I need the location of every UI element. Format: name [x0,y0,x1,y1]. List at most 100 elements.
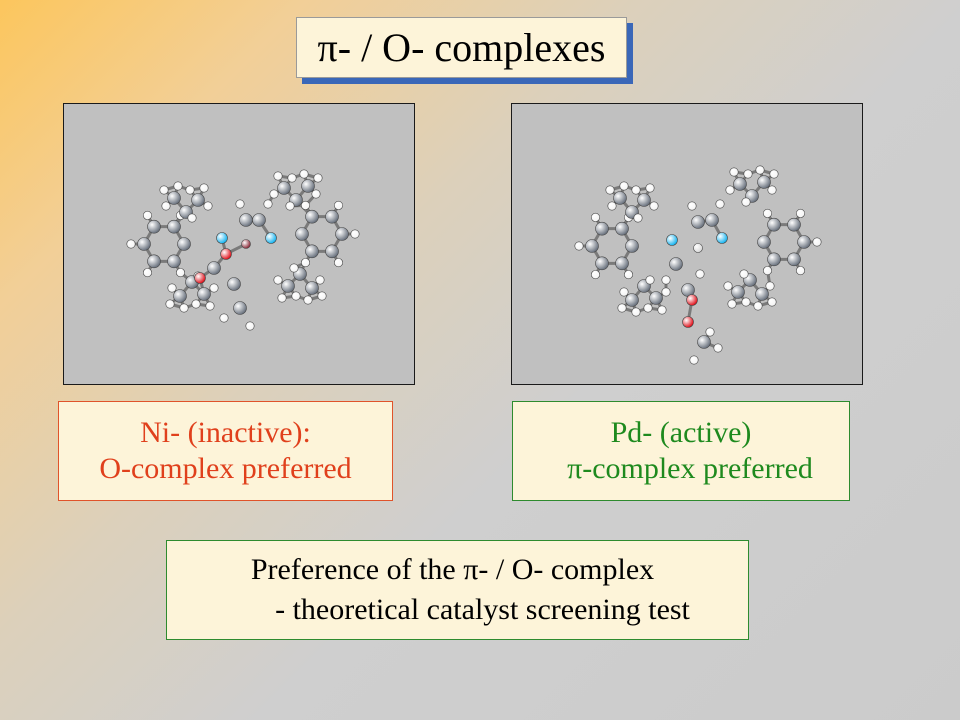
atom [741,197,751,207]
atom [317,291,327,301]
atom [763,208,773,218]
atom [625,293,639,307]
atom [173,289,187,303]
atom [191,193,205,207]
atom [682,316,694,328]
atom [305,244,319,259]
atom [787,252,801,267]
atom [631,185,641,195]
atom [143,268,153,278]
atom [295,227,309,241]
atom [287,173,297,183]
atom [705,213,719,227]
atom [252,213,266,227]
atom [615,221,629,236]
pd-complex-structure-image [511,103,863,385]
atom [216,232,228,244]
atom [619,287,629,297]
atom [285,201,295,211]
atom [595,256,609,271]
atom [197,287,211,301]
atom [277,181,291,195]
pd-molecule-model [574,165,822,365]
atom [185,185,195,195]
atom [731,285,745,299]
atom [725,185,735,195]
atom [235,199,245,209]
atom [291,291,301,301]
atom [715,199,725,209]
atom [739,269,749,279]
atom [203,201,213,211]
atom [241,239,251,249]
ni-complex-structure-image [63,103,415,385]
atom [137,237,151,251]
pd-label-line1: Pd- (active) [610,416,752,449]
atom [591,212,601,222]
atom [716,232,728,244]
atom [177,237,191,251]
atom [187,213,197,223]
ni-complex-label: Ni- (inactive): O-complex preferred [58,401,393,501]
atom [301,179,315,193]
atom [705,327,715,337]
preference-note: Preference of the π- / O- complex - theo… [166,540,749,640]
atom [209,283,219,293]
atom [315,275,325,285]
preference-line2: - theoretical catalyst screening test [275,593,690,626]
atom [273,171,283,181]
atom [617,303,627,313]
ni-label-line2: O-complex preferred [99,452,352,485]
atom [753,301,763,311]
atom [147,219,161,234]
atom [607,201,617,211]
atom [311,189,321,199]
atom [643,303,653,313]
atom [713,343,723,353]
atom [812,237,822,247]
atom [649,201,659,211]
atom [165,299,175,309]
atom [233,301,247,315]
atom [273,275,283,285]
atom [147,254,161,269]
atom [615,256,629,271]
atom [159,185,169,195]
atom [693,243,703,253]
atom [350,229,360,239]
atom [143,210,153,220]
atom [765,281,775,291]
atom [787,217,801,232]
atom [755,287,769,301]
atom [743,169,753,179]
atom [729,167,739,177]
atom [637,193,651,207]
atom [333,200,343,210]
atom [657,305,667,315]
atom [767,252,781,267]
atom [167,283,177,293]
atom [301,200,311,210]
atom [795,208,805,218]
atom [325,209,339,224]
atom [767,185,777,195]
atom [167,191,181,205]
atom [574,241,584,251]
atom [263,199,273,209]
atom [691,215,705,229]
atom [669,257,683,271]
atom [179,303,189,313]
atom [645,183,655,193]
atom [661,275,671,285]
pd-complex-label: Pd- (active) π-complex preferred [512,401,850,501]
atom [689,355,699,365]
atom [239,213,253,227]
atom [625,239,639,253]
atom [797,235,811,249]
atom [333,258,343,268]
pd-label-line2: π-complex preferred [567,452,813,485]
atom [126,239,136,249]
atom [624,270,634,280]
ni-molecule-model [126,169,360,331]
atom [631,307,641,317]
